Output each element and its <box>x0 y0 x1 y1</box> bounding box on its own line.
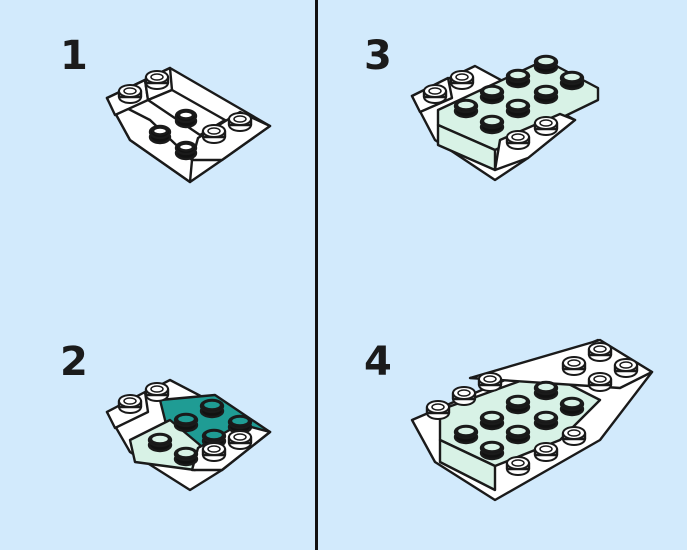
brick-step-3-icon <box>410 54 600 182</box>
step-number-2: 2 <box>60 339 88 385</box>
brick-step-2-icon <box>105 378 272 492</box>
step-number-3: 3 <box>364 33 392 79</box>
brick-step-1-icon <box>105 66 272 184</box>
panel-divider <box>315 0 318 550</box>
step-number-1: 1 <box>60 33 88 79</box>
brick-step-4-icon <box>410 338 654 502</box>
step-number-4: 4 <box>364 339 392 385</box>
